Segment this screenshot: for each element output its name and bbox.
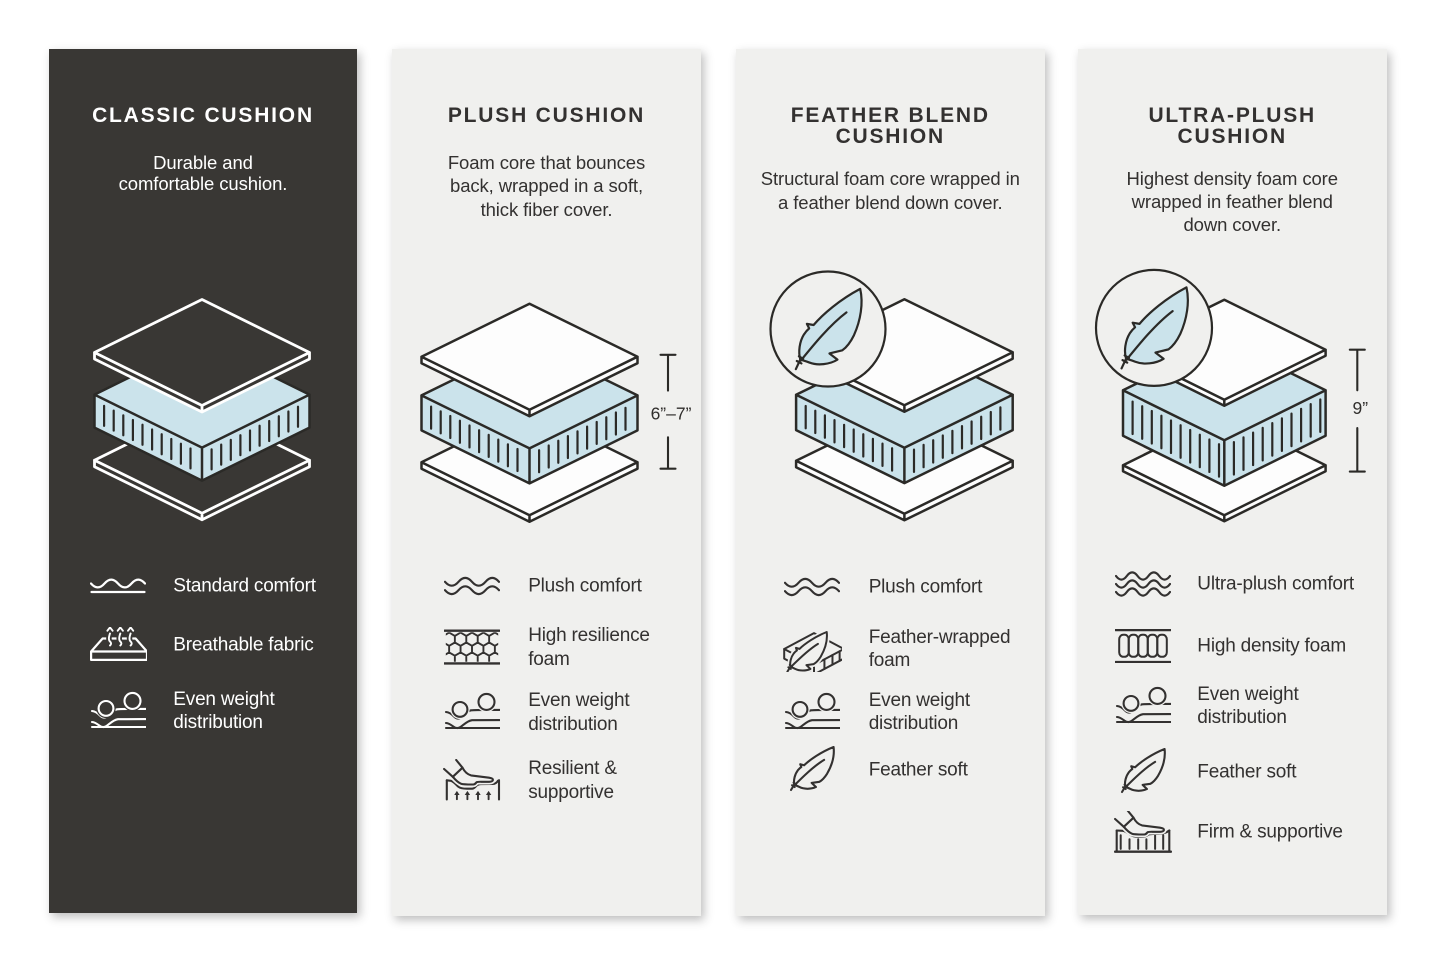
even-weight-icon (91, 691, 147, 729)
dimension-marker: 9” (1348, 348, 1369, 473)
feather-foam-icon (783, 629, 842, 672)
honeycomb-icon (444, 629, 501, 665)
breathable-icon (90, 627, 148, 661)
feature-label: Even weight distribution (868, 689, 971, 734)
feature-label: Breathable fabric (173, 634, 314, 656)
even-weight-icon (1115, 686, 1171, 724)
panel-title: ULTRA-PLUSH CUSHION (1148, 103, 1317, 148)
panel-title: CLASSIC CUSHION (92, 103, 314, 127)
feather-badge (768, 270, 887, 388)
panel-title: FEATHER BLEND CUSHION (790, 103, 990, 148)
panel-classic-cushion: CLASSIC CUSHION Durable and comfortable … (49, 49, 357, 913)
cushion-diagram (768, 270, 1014, 522)
feather-badge (1094, 268, 1214, 387)
cushion-diagram: 6”–7” (420, 302, 692, 523)
waves-double-icon (783, 577, 840, 596)
even-weight-icon (784, 691, 840, 730)
firm-icon (1113, 811, 1172, 853)
feature-label: High resilience foam (528, 625, 650, 670)
feature-label: Even weight distribution (1197, 683, 1299, 728)
feature-label: Plush comfort (868, 575, 983, 597)
cushion-diagram (93, 298, 311, 522)
waves-triple-icon (1114, 571, 1171, 597)
panel-description: Highest density foam core wrapped in fea… (1126, 167, 1338, 236)
panel-plush-cushion: PLUSH CUSHION Foam core that bounces bac… (392, 49, 701, 916)
feature-label: Feather soft (1197, 761, 1297, 783)
panel-description: Structural foam core wrapped in a feathe… (760, 168, 1020, 213)
waves-double-icon (444, 577, 501, 596)
feature-label: Plush comfort (528, 575, 642, 597)
feather-icon (1120, 748, 1166, 794)
panel-title: PLUSH CUSHION (447, 103, 646, 127)
feature-label: Ultra-plush comfort (1197, 573, 1354, 595)
wave-single-icon (90, 578, 147, 594)
dimension-label: 9” (1353, 398, 1369, 418)
feature-label: High density foam (1197, 635, 1346, 657)
feature-label: Feather soft (868, 759, 968, 781)
even-weight-icon (445, 692, 501, 730)
panel-ultra-plush-cushion: ULTRA-PLUSH CUSHION Highest density foam… (1078, 49, 1387, 915)
dimension-marker: 6”–7” (651, 353, 692, 470)
feather-icon (789, 745, 835, 791)
feature-label: Resilient & supportive (528, 758, 617, 803)
cushion-diagram: 9” (1094, 268, 1369, 523)
panel-feather-blend-cushion: FEATHER BLEND CUSHION Structural foam co… (735, 49, 1045, 916)
feature-label: Standard comfort (173, 575, 316, 597)
resilient-icon (443, 759, 501, 801)
foam-pills-icon (1114, 629, 1171, 663)
feature-label: Even weight distribution (173, 688, 275, 733)
panel-description: Foam core that bounces back, wrapped in … (447, 152, 646, 220)
feature-label: Firm & supportive (1197, 821, 1343, 843)
dimension-label: 6”–7” (651, 403, 692, 423)
feature-label: Feather-wrapped foam (868, 626, 1011, 671)
panel-description: Durable and comfortable cushion. (118, 151, 288, 194)
feature-label: Even weight distribution (528, 690, 630, 735)
